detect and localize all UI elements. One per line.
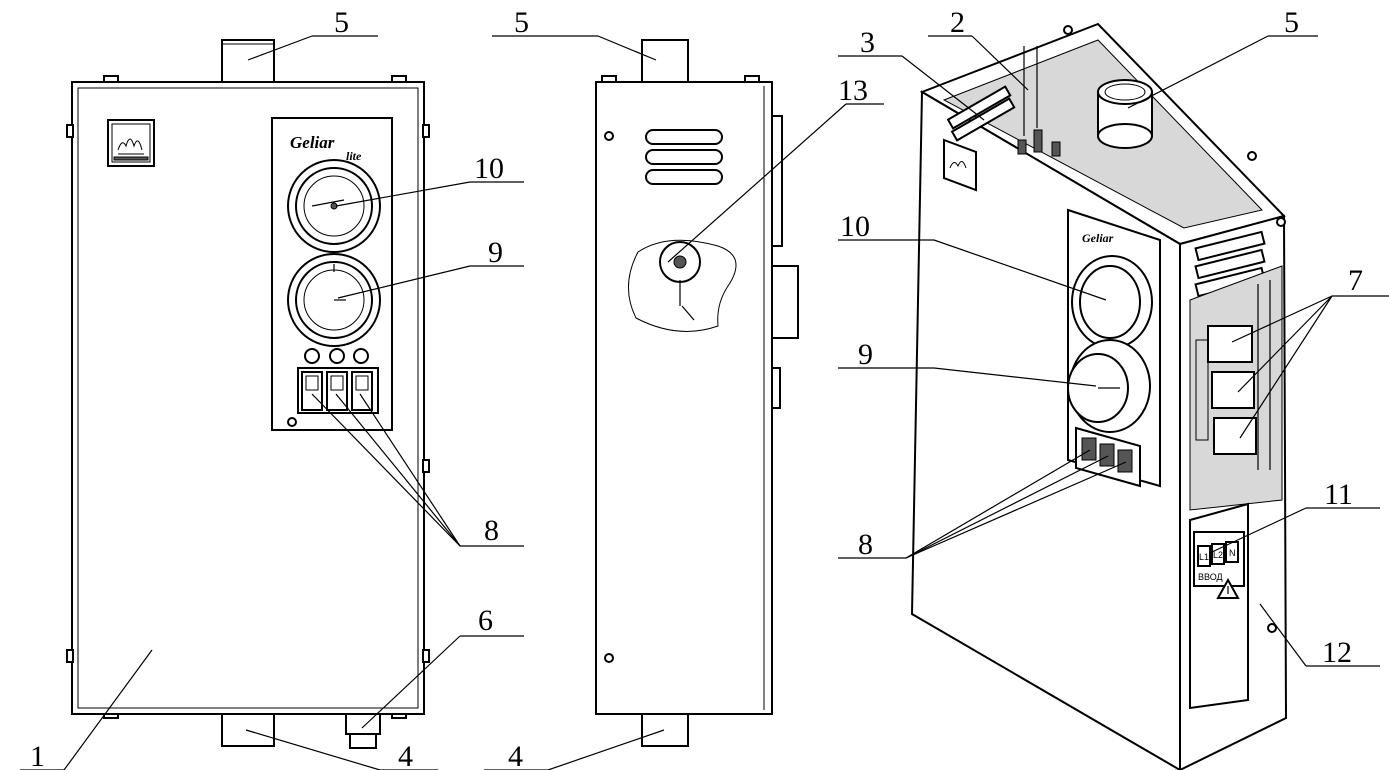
logo-icon — [107, 119, 155, 167]
side-view — [595, 39, 799, 747]
callout-6: 6 — [478, 604, 493, 637]
terminal-block: L1 L2 N ВВОД — [1189, 502, 1249, 710]
callout-12: 12 — [1322, 636, 1352, 669]
callout-2: 2 — [950, 6, 965, 39]
terminal-l1: L1 — [1199, 552, 1209, 562]
top-terminals — [1017, 46, 1061, 157]
warning-triangle-icon — [1216, 577, 1240, 599]
brand-logo: Geliar — [290, 133, 335, 152]
callout-7: 7 — [1348, 264, 1363, 297]
relays — [1195, 280, 1271, 470]
callout-4-front: 4 — [398, 740, 413, 770]
callout-9-perspective: 9 — [858, 338, 873, 371]
bottom-pipe-side — [641, 713, 689, 747]
callout-1: 1 — [30, 740, 45, 770]
callout-13: 13 — [838, 74, 868, 107]
callout-5-front: 5 — [334, 6, 349, 39]
top-pipe-front — [221, 39, 275, 86]
callout-11: 11 — [1324, 478, 1353, 511]
terminal-caption: ВВОД — [1198, 572, 1223, 582]
top-pipe-3d — [1097, 79, 1153, 149]
callout-9-front: 9 — [488, 236, 503, 269]
cable-gland — [345, 713, 381, 735]
terminal-l2: L2 — [1213, 550, 1223, 560]
callout-3: 3 — [860, 26, 875, 59]
callout-10-perspective: 10 — [840, 210, 870, 243]
rocker-switch-icon — [297, 367, 379, 414]
callout-5-perspective: 5 — [1284, 6, 1299, 39]
callout-5-side: 5 — [514, 6, 529, 39]
boiler-body-side — [595, 81, 773, 715]
cutaway-sensor — [627, 239, 737, 332]
thermometer-gauge-icon — [287, 159, 381, 253]
callout-4-side: 4 — [508, 740, 523, 770]
vent-louvers-side — [645, 129, 723, 185]
timer-dial-icon — [287, 253, 381, 347]
terminal-n: N — [1229, 548, 1236, 558]
brand-sub: lite — [346, 149, 362, 163]
front-view: Geliar lite — [66, 39, 430, 749]
callout-10-front: 10 — [474, 152, 504, 185]
callout-8-perspective: 8 — [858, 528, 873, 561]
callout-numbers: 5 5 5 2 3 13 10 10 9 9 7 8 8 11 6 12 1 4… — [30, 6, 1363, 770]
perspective-view: Geliar L1 — [910, 22, 1288, 770]
top-pipe-side — [641, 39, 689, 86]
callout-8-front: 8 — [484, 514, 499, 547]
logo-icon-3d — [943, 138, 977, 192]
leader-lines — [20, 35, 1389, 770]
brand-logo-3d: Geliar — [1082, 231, 1114, 245]
